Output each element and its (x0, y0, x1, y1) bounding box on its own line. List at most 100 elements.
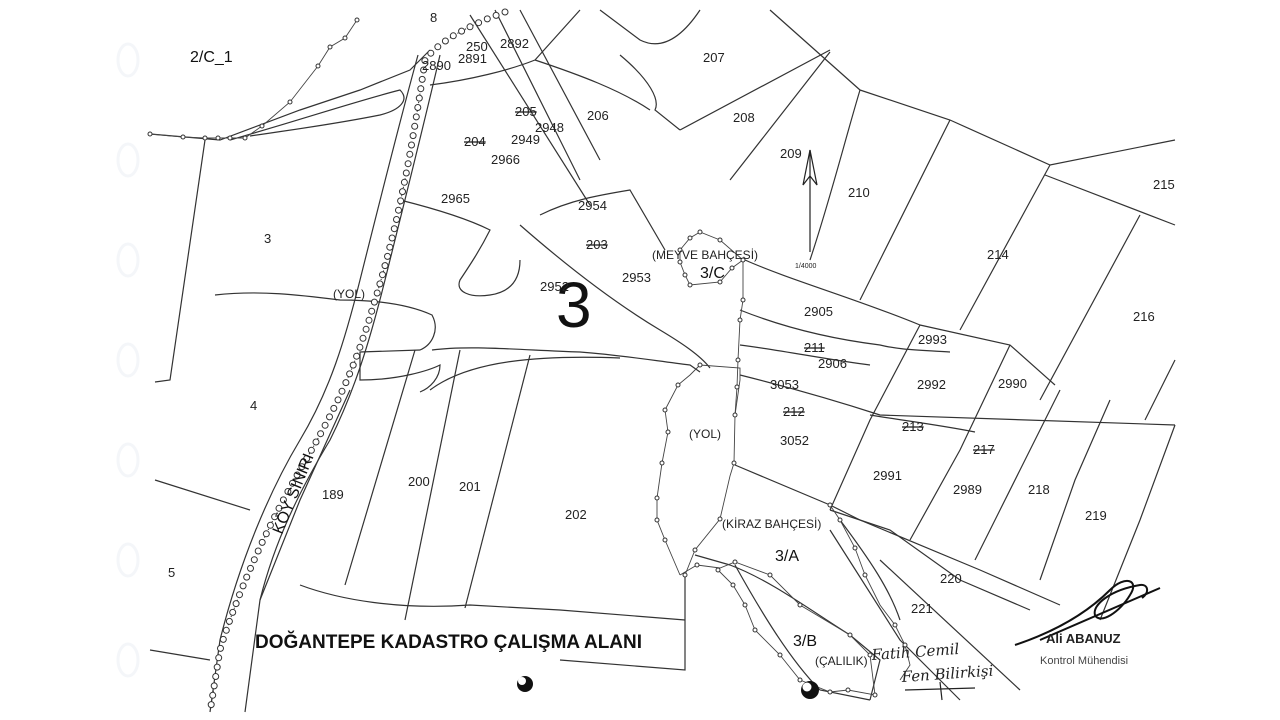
boundary-ring (229, 608, 237, 616)
village-boundary-rings (207, 8, 509, 709)
boundary-ring (384, 252, 391, 260)
zone-label-3-big: 3 (556, 269, 592, 341)
boundary-ring (466, 23, 474, 31)
boundary-ring (326, 413, 333, 421)
signature-name: Ali ABANUZ (1046, 631, 1121, 646)
area-yol-2: (YOL) (689, 427, 721, 441)
boundary-ring (254, 547, 262, 555)
parcel-212: 212 (783, 404, 805, 419)
parcel-3053: 3053 (770, 377, 799, 392)
parcel-2948: 2948 (535, 120, 564, 135)
boundary-ring (400, 178, 408, 186)
boundary-ring (411, 122, 419, 130)
signature-graphic (1014, 580, 1161, 646)
boundary-ring (338, 387, 346, 395)
parcel-200: 200 (408, 474, 430, 489)
boundary-ring (271, 513, 279, 521)
parcel-boundaries (149, 9, 1176, 713)
boundary-ring (247, 564, 254, 572)
boundary-ring (279, 496, 287, 504)
boundary-ring (284, 488, 292, 495)
parcel-2953: 2953 (622, 270, 651, 285)
parcel-208: 208 (733, 110, 755, 125)
boundary-ring (441, 37, 449, 45)
boundary-ring (404, 160, 412, 168)
boundary-ring (373, 289, 381, 297)
boundary-ring (483, 15, 491, 23)
boundary-ring (232, 600, 240, 608)
area-meyve-bahcesi: (MEYVE BAHÇESİ) (652, 248, 758, 262)
boundary-ring (225, 617, 233, 625)
parcel-220: 220 (940, 571, 962, 586)
boundary-ring (236, 591, 243, 599)
boundary-ring (475, 19, 483, 27)
area-title: DOĞANTEPE KADASTRO ÇALIŞMA ALANI (255, 631, 642, 653)
boundary-ring (492, 11, 500, 19)
boundary-ring (334, 396, 342, 404)
parcel-201: 201 (459, 479, 481, 494)
boundary-ring (342, 379, 350, 387)
boundary-ring (219, 635, 227, 643)
parcel-216: 216 (1133, 309, 1155, 324)
parcel-218: 218 (1028, 482, 1050, 497)
boundary-ring (317, 430, 325, 438)
village-boundary-label: KÖY SINIRI (269, 451, 318, 537)
boundary-ring (379, 271, 386, 279)
binding-hole-mark (801, 681, 819, 699)
boundary-ring (353, 352, 361, 360)
boundary-ring (293, 471, 301, 479)
boundary-ring (356, 343, 364, 351)
survey-traverse (147, 17, 911, 698)
boundary-ring (213, 663, 221, 671)
boundary-ring (222, 626, 230, 634)
parcel-2949: 2949 (511, 132, 540, 147)
parcel-2952: 2952 (540, 279, 569, 294)
boundary-ring (207, 701, 215, 709)
boundary-ring (421, 57, 429, 65)
boundary-ring (399, 188, 406, 196)
boundary-ring (393, 216, 400, 223)
boundary-ring (414, 104, 422, 111)
parcel-207: 207 (703, 50, 725, 65)
parcel-217: 217 (973, 442, 995, 457)
boundary-ring (412, 113, 420, 121)
boundary-ring (298, 463, 306, 471)
boundary-ring (458, 27, 466, 35)
signature-title: Kontrol Mühendisi (1040, 655, 1128, 667)
boundary-ring (321, 421, 329, 429)
handwritten-underline (904, 681, 976, 701)
parcel-221: 221 (911, 601, 933, 616)
parcel-3052: 3052 (780, 433, 809, 448)
boundary-ring (501, 8, 509, 16)
boundary-ring (397, 197, 405, 205)
boundary-ring (365, 316, 373, 324)
boundary-ring (418, 75, 426, 83)
parcel-2905: 2905 (804, 304, 833, 319)
parcel-2891: 2891 (458, 51, 487, 66)
handwritten-name: Fatih Cemil (870, 640, 960, 664)
boundary-ring (395, 206, 402, 214)
boundary-ring (386, 243, 394, 251)
boundary-ring (381, 262, 389, 270)
area-yol-1: (YOL) (333, 287, 365, 301)
boundary-ring (312, 438, 320, 446)
parcel-202: 202 (565, 507, 587, 522)
parcel-2966: 2966 (491, 152, 520, 167)
parcel-209: 209 (780, 146, 802, 161)
boundary-ring (330, 404, 338, 412)
zone-label-8: 8 (430, 10, 437, 25)
north-arrow-icon (802, 149, 818, 252)
zone-label-3c: 3/C (700, 265, 725, 282)
parcel-210: 210 (848, 185, 870, 200)
parcel-214: 214 (987, 247, 1009, 262)
boundary-ring (362, 325, 370, 333)
parcel-213: 213 (902, 419, 924, 434)
watermark (116, 42, 140, 678)
parcel-206: 206 (587, 108, 609, 123)
boundary-ring (409, 132, 417, 140)
parcel-2892: 2892 (500, 36, 529, 51)
parcel-2992: 2992 (917, 377, 946, 392)
boundary-ring (258, 538, 266, 546)
parcel-250: 250 (466, 39, 488, 54)
